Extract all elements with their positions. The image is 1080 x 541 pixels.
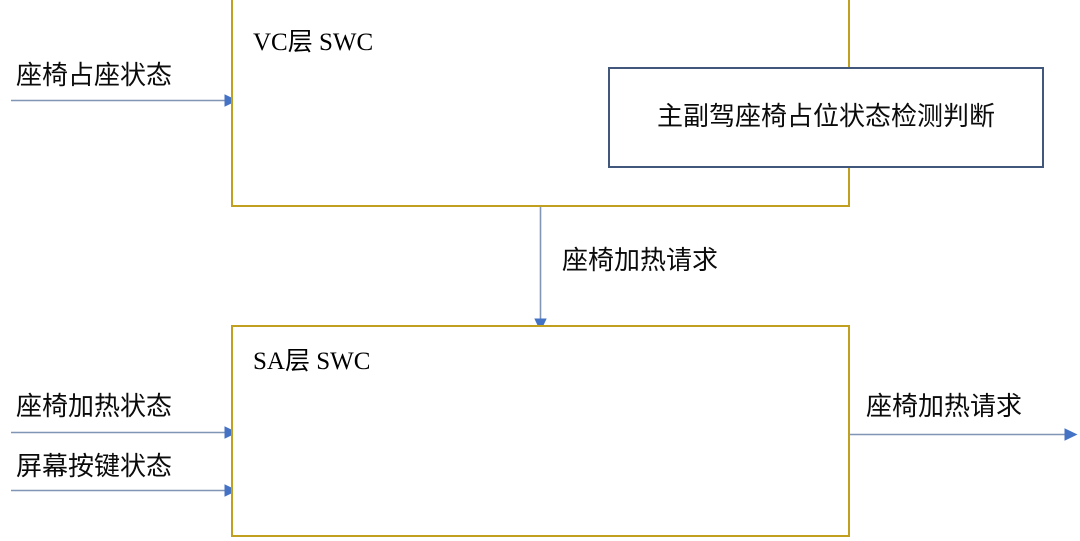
signal-label-sa-input-2: 屏幕按键状态: [16, 452, 173, 482]
function-box-vc[interactable]: 主副驾座椅占位状态检测判断: [608, 67, 1044, 168]
signal-label-sa-input-1: 座椅加热状态: [16, 392, 173, 422]
signal-label-vc-to-sa: 座椅加热请求: [562, 246, 719, 276]
signal-label-sa-output: 座椅加热请求: [866, 392, 1023, 422]
swc-block-vc-title: VC层 SWC: [253, 29, 374, 56]
swc-block-sa[interactable]: SA层 SWC 主副驾座椅加热状态检测 主副驾座椅加热请求: [231, 325, 850, 537]
signal-label-vc-input: 座椅占座状态: [16, 61, 173, 91]
function-box-vc-line-1: 主副驾座椅占位状态检测判断: [656, 101, 995, 132]
swc-block-vc[interactable]: VC层 SWC 主副驾座椅占位状态检测判断: [231, 0, 1044, 207]
swc-block-sa-title: SA层 SWC: [253, 348, 371, 375]
